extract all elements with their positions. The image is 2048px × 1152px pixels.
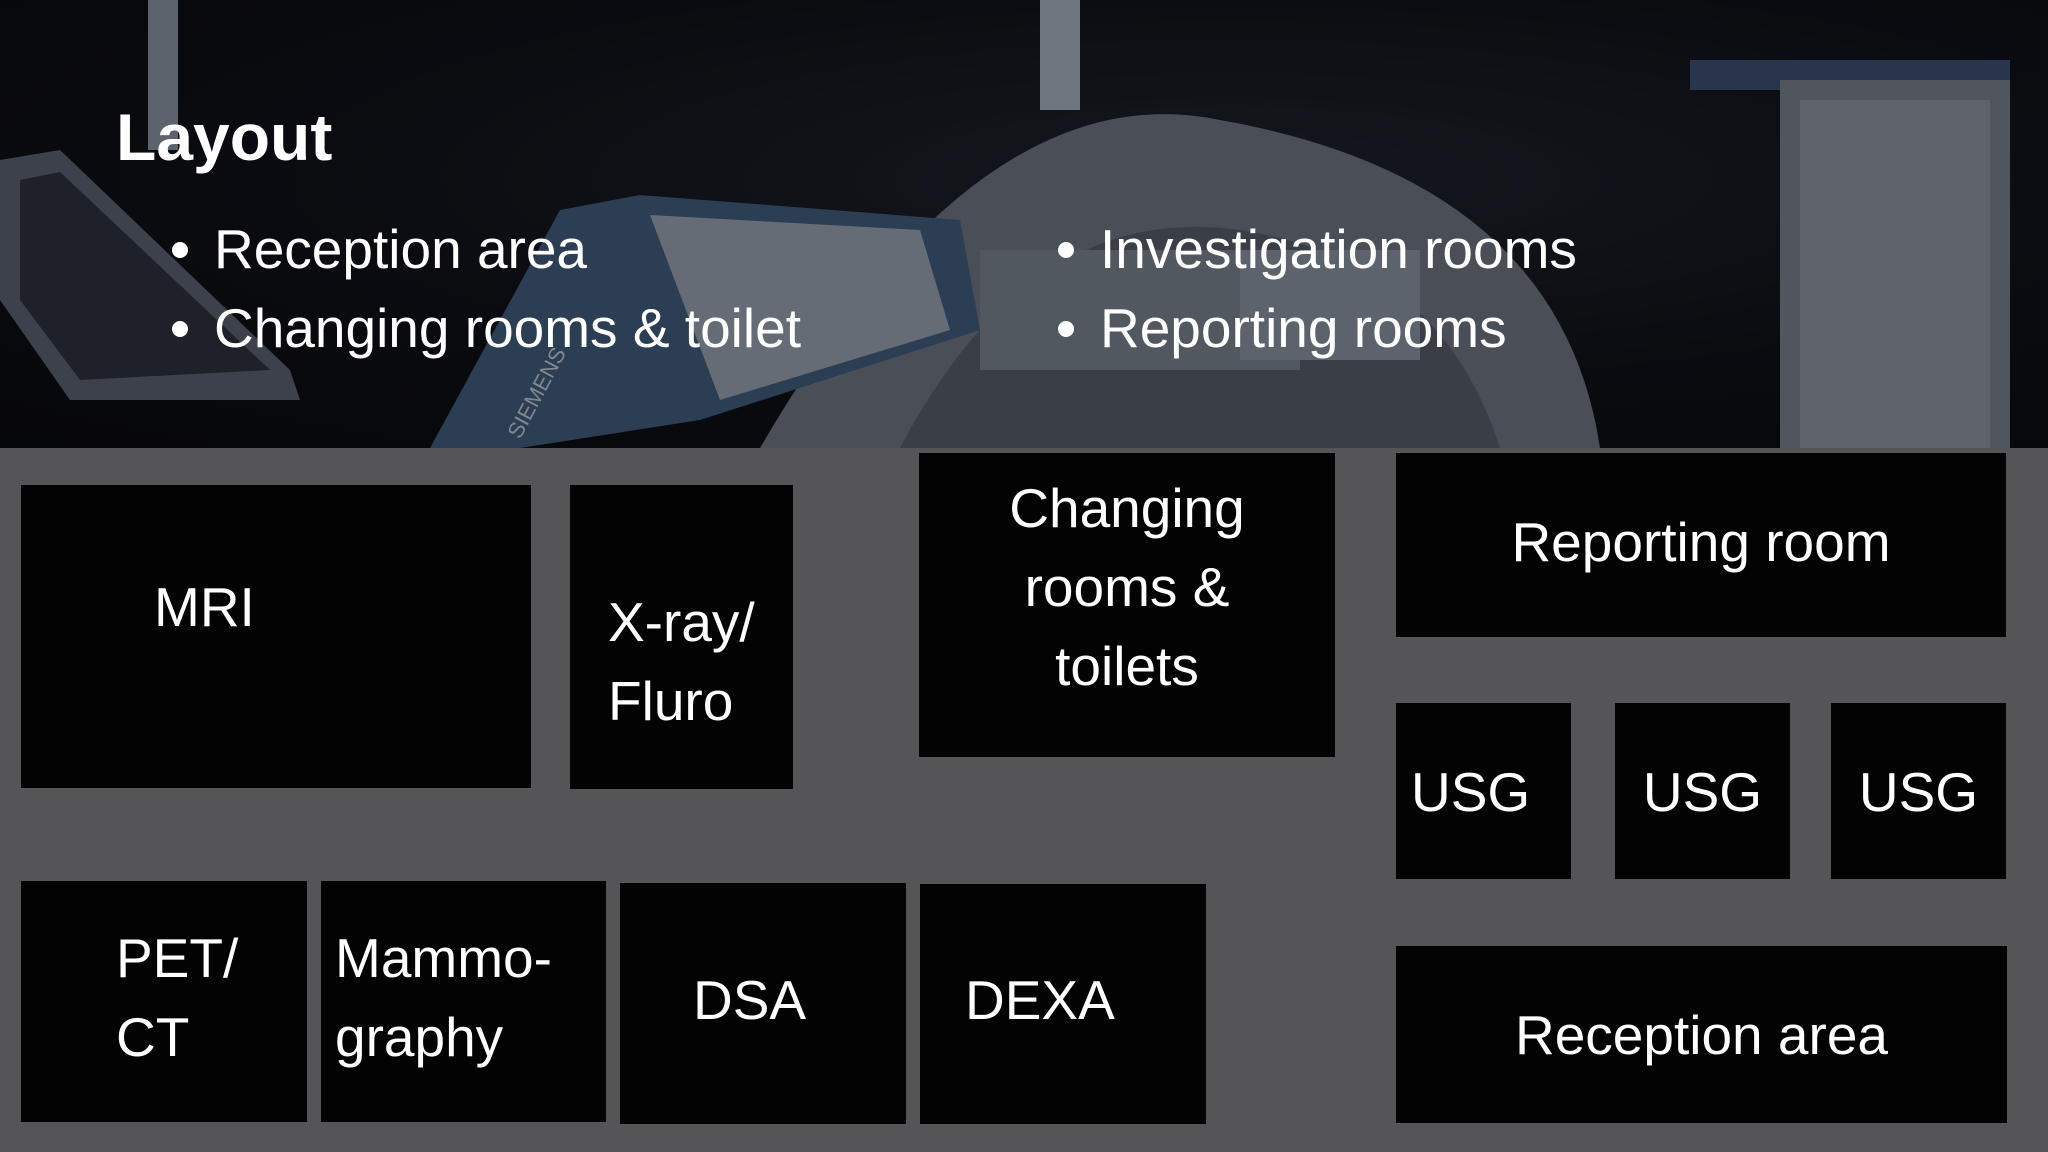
room-usg-2: USG bbox=[1615, 703, 1790, 879]
room-label: MRI bbox=[154, 576, 255, 638]
room-label: Changing bbox=[1009, 477, 1245, 539]
room-label: PET/ bbox=[116, 927, 239, 989]
room-label: Mammo- bbox=[335, 927, 552, 989]
room-reception: Reception area bbox=[1396, 946, 2007, 1123]
ceiling-arm-right bbox=[1040, 0, 1080, 110]
room-dsa: DSA bbox=[620, 883, 906, 1124]
bullet-list-left: Reception area Changing rooms & toilet bbox=[168, 210, 801, 368]
bullet-item: Changing rooms & toilet bbox=[168, 289, 801, 368]
room-pet-ct: PET/ CT bbox=[21, 881, 307, 1122]
room-label: graphy bbox=[335, 1006, 504, 1068]
ceiling-arm-left bbox=[148, 0, 178, 150]
table-end bbox=[1240, 250, 1420, 360]
header-photo: SIEMENS Layout Reception area Changing r… bbox=[0, 0, 2048, 448]
room-usg-3: USG bbox=[1831, 703, 2006, 879]
monitor-screen bbox=[20, 172, 270, 380]
photo-overlay bbox=[0, 0, 2048, 448]
room-mammography: Mammo- graphy bbox=[321, 881, 606, 1122]
room-reporting: Reporting room bbox=[1396, 453, 2006, 637]
room-label: toilets bbox=[1055, 635, 1199, 697]
detector-head bbox=[650, 215, 950, 400]
room-label: USG bbox=[1642, 761, 1763, 823]
cabinet-door bbox=[1800, 100, 1990, 448]
room-label: X-ray/ bbox=[608, 591, 755, 653]
room-mri: MRI bbox=[21, 485, 531, 788]
room-label: CT bbox=[116, 1006, 190, 1068]
page-title: Layout bbox=[116, 100, 333, 174]
room-label: Reporting room bbox=[1511, 511, 1891, 573]
bullet-item: Reception area bbox=[168, 210, 801, 289]
room-label: Reception area bbox=[1514, 1004, 1889, 1066]
room-label: USG bbox=[1411, 761, 1531, 823]
room-label: DEXA bbox=[965, 969, 1115, 1031]
room-label: Fluro bbox=[608, 670, 734, 732]
room-usg-1: USG bbox=[1396, 703, 1571, 879]
bullet-item: Reporting rooms bbox=[1054, 289, 1577, 368]
room-dexa: DEXA bbox=[920, 884, 1206, 1124]
room-label: DSA bbox=[693, 969, 807, 1031]
bullet-list-right: Investigation rooms Reporting rooms bbox=[1054, 210, 1577, 368]
room-xray: X-ray/ Fluro bbox=[570, 485, 793, 789]
scanner-illustration: SIEMENS bbox=[0, 0, 2048, 448]
room-changing: Changing rooms & toilets bbox=[919, 453, 1335, 757]
bullet-item: Investigation rooms bbox=[1054, 210, 1577, 289]
room-label: USG bbox=[1858, 761, 1979, 823]
room-label: rooms & bbox=[1024, 556, 1230, 618]
